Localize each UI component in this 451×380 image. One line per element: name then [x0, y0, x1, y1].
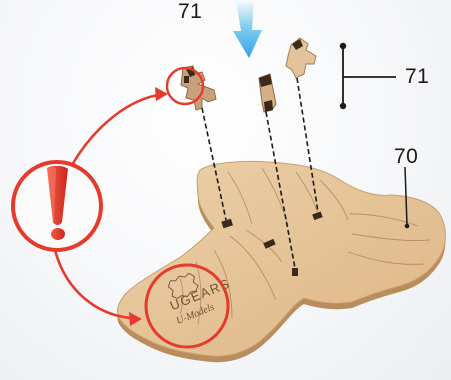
part-label-top: 71: [178, 1, 202, 22]
label-bracket: [341, 44, 396, 109]
plate-label: 70: [394, 146, 418, 167]
part-71-right: [286, 38, 316, 78]
part-label-right: 71: [405, 66, 429, 87]
down-arrow-icon: [233, 0, 262, 58]
exclamation-icon: [13, 162, 101, 250]
part-71-center: [259, 74, 276, 112]
